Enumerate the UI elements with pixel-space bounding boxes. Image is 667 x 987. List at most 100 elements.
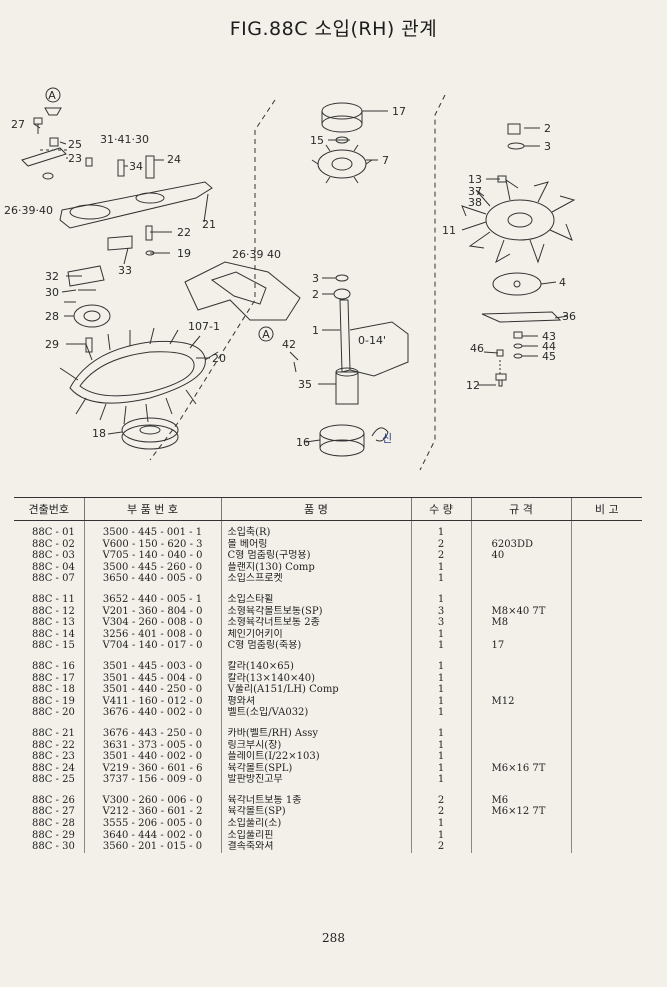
callout-4: 4 bbox=[559, 276, 566, 289]
part-name-cell: 소입스프로켓 bbox=[220, 573, 411, 585]
quantity-cell: 1 bbox=[410, 573, 471, 585]
key-number-cell: 88C - 18 bbox=[32, 684, 75, 696]
quantity-cell: 1 bbox=[410, 751, 471, 763]
part-name-cell: 육각볼트(SPL) bbox=[220, 762, 411, 775]
header-quantity: 수 량 bbox=[410, 497, 471, 521]
key-number-cell: 88C - 30 bbox=[32, 841, 75, 853]
quantity-cell: 1 bbox=[410, 727, 471, 740]
part-name-cell: 발판방진고무 bbox=[220, 774, 411, 786]
quantity-cell: 2 bbox=[410, 794, 471, 807]
spacer-cell bbox=[570, 718, 642, 728]
key-number-cell: 88C - 15 bbox=[32, 640, 75, 652]
quantity-cell: 1 bbox=[410, 628, 471, 641]
remarks-cell bbox=[570, 593, 642, 606]
callout-14: 0-14' bbox=[358, 334, 386, 347]
spacer-cell bbox=[14, 786, 84, 795]
callout-12: 12 bbox=[466, 379, 480, 392]
quantity-cell: 2 bbox=[410, 550, 471, 562]
remarks-cell bbox=[570, 818, 642, 830]
key-number-cell: 88C - 16 bbox=[32, 660, 75, 672]
spacer-cell bbox=[14, 585, 84, 594]
part-name-cell: 소형육각볼트보통(SP) bbox=[220, 605, 411, 618]
callout-group-31-41-30: 31·41·30 bbox=[100, 133, 149, 146]
spec-cell: 40 bbox=[470, 550, 571, 562]
spec-cell: M6×12 7T bbox=[470, 806, 571, 819]
spacer-cell bbox=[410, 718, 471, 728]
callout-42: 42 bbox=[282, 338, 296, 351]
callout-43: 43 bbox=[542, 330, 556, 343]
key-number-cell: 88C - 04 bbox=[32, 561, 75, 573]
callout-46: 46 bbox=[470, 342, 484, 355]
spec-cell: 6203DD bbox=[470, 538, 571, 551]
remarks-cell bbox=[570, 672, 642, 685]
table-header-row: 견출번호 부 품 번 호 품 명 수 량 규 격 비 고 bbox=[14, 497, 642, 521]
spec-cell bbox=[470, 660, 571, 673]
callout-21: 21 bbox=[202, 218, 216, 231]
part-number-cell: V600 - 150 - 620 - 3 bbox=[83, 538, 221, 551]
spec-cell: M8 bbox=[470, 617, 571, 629]
callout-20: 20 bbox=[212, 352, 226, 365]
callout-45: 45 bbox=[542, 350, 556, 363]
page-title: FIG.88C 소입(RH) 관계 bbox=[229, 18, 438, 40]
spec-cell bbox=[470, 593, 571, 606]
spacer-cell bbox=[220, 718, 411, 728]
remarks-cell bbox=[570, 628, 642, 641]
quantity-cell: 1 bbox=[410, 561, 471, 574]
callout-3-right: 3 bbox=[544, 140, 551, 153]
quantity-cell: 1 bbox=[410, 660, 471, 673]
remarks-cell bbox=[570, 762, 642, 775]
part-number-cell: V219 - 360 - 601 - 6 bbox=[83, 762, 221, 775]
header-part-number: 부 품 번 호 bbox=[83, 497, 221, 521]
callout-3: 3 bbox=[312, 272, 319, 285]
part-number-cell: 3501 - 440 - 250 - 0 bbox=[83, 684, 221, 696]
quantity-cell: 1 bbox=[410, 762, 471, 775]
remarks-cell bbox=[570, 520, 642, 539]
spacer-cell bbox=[470, 718, 571, 728]
spacer-cell bbox=[220, 584, 411, 594]
part-number-cell: V201 - 360 - 804 - 0 bbox=[83, 605, 221, 618]
callout-25: 25 bbox=[68, 138, 82, 151]
callout-1: 1 bbox=[312, 324, 319, 337]
callout-24: 24 bbox=[167, 153, 181, 166]
exploded-parts-diagram: A A 27 25 23 26·39·40 31·41·30 34 24 21 … bbox=[4, 87, 576, 471]
key-number-cell: 88C - 01 bbox=[32, 527, 75, 538]
part-number-cell: 3640 - 444 - 002 - 0 bbox=[83, 829, 221, 842]
spec-cell: M6 bbox=[470, 794, 571, 807]
remarks-cell bbox=[570, 573, 642, 585]
table-row-spacer bbox=[14, 584, 642, 594]
spec-cell bbox=[470, 520, 571, 539]
spec-cell bbox=[470, 818, 571, 830]
part-name-cell: 볼 베어링 bbox=[220, 538, 411, 551]
spacer-cell bbox=[470, 584, 571, 594]
spacer-cell bbox=[470, 651, 571, 661]
spacer-cell bbox=[83, 651, 221, 661]
spec-cell: M8×40 7T bbox=[470, 605, 571, 618]
callout-15: 15 bbox=[310, 134, 324, 147]
callout-34: 34 bbox=[129, 160, 143, 173]
spec-cell bbox=[470, 628, 571, 641]
key-number-cell: 88C - 23 bbox=[32, 751, 75, 763]
callout-11: 11 bbox=[442, 224, 456, 237]
part-name-cell: 플랜지(130) Comp bbox=[220, 561, 411, 574]
header-spec: 규 격 bbox=[470, 497, 571, 521]
spec-cell bbox=[470, 829, 571, 842]
quantity-cell: 1 bbox=[410, 774, 471, 786]
table-row-spacer bbox=[14, 785, 642, 795]
callout-107-1: 107-1 bbox=[188, 320, 220, 333]
spacer-cell bbox=[470, 785, 571, 795]
callout-28: 28 bbox=[45, 310, 59, 323]
part-name-cell: 카바(벨트/RH) Assy bbox=[220, 727, 411, 740]
